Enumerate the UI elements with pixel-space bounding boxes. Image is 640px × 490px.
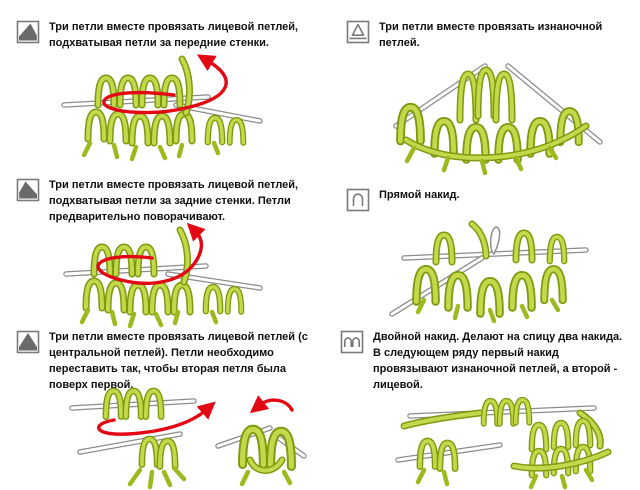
yarn-over-illustration xyxy=(389,220,634,324)
entry-header: Три петли вместе провязать лицевой петле… xyxy=(16,330,326,394)
entry-k3tog-back: Три петли вместе провязать лицевой петле… xyxy=(16,178,316,329)
entry-k3tog-front: Три петли вместе провязать лицевой петле… xyxy=(16,20,316,167)
square-single-arch-icon xyxy=(346,188,370,212)
entry-text: Три петли вместе провязать лицевой петле… xyxy=(49,331,308,391)
entry-text: Три петли вместе провязать лицевой петле… xyxy=(49,21,299,49)
entry-text: Прямой накид. xyxy=(379,189,460,201)
square-filled-center-peak-icon xyxy=(16,330,40,354)
knitting-reference-page: { "page": {"language": "ru", "background… xyxy=(16,20,634,489)
entry-yarn-over: Прямой накид. xyxy=(346,188,634,324)
entry-header: Три петли вместе провязать изнаночной пе… xyxy=(346,20,634,52)
k3tog-front-illustration xyxy=(56,54,316,167)
entry-text: Три петли вместе провязать изнаночной пе… xyxy=(379,21,603,49)
entry-header: Три петли вместе провязать лицевой петле… xyxy=(16,20,316,52)
square-double-arch-icon xyxy=(340,330,364,354)
entry-text: Три петли вместе провязать лицевой петле… xyxy=(49,179,299,223)
p3tog-illustration xyxy=(390,63,634,176)
centered-double-decrease-illustration xyxy=(56,394,326,489)
entry-p3tog: Три петли вместе провязать изнаночной пе… xyxy=(346,20,634,176)
entry-text: Двойной накид. Делают на спицу два накид… xyxy=(373,331,623,391)
entry-header: Двойной накид. Делают на спицу два накид… xyxy=(340,330,636,394)
entry-centered-double-decrease: Три петли вместе провязать лицевой петле… xyxy=(16,330,326,489)
entry-double-yarn-over: Двойной накид. Делают на спицу два накид… xyxy=(340,330,636,490)
entry-header: Три петли вместе провязать лицевой петле… xyxy=(16,178,316,226)
square-outlined-triangle-over-line-icon xyxy=(346,20,370,44)
double-yarn-over-illustration xyxy=(395,400,636,490)
square-filled-slope-right-icon xyxy=(16,20,40,44)
square-filled-slope-left-icon xyxy=(16,178,40,202)
entry-header: Прямой накид. xyxy=(346,188,634,212)
k3tog-back-illustration xyxy=(56,222,316,329)
